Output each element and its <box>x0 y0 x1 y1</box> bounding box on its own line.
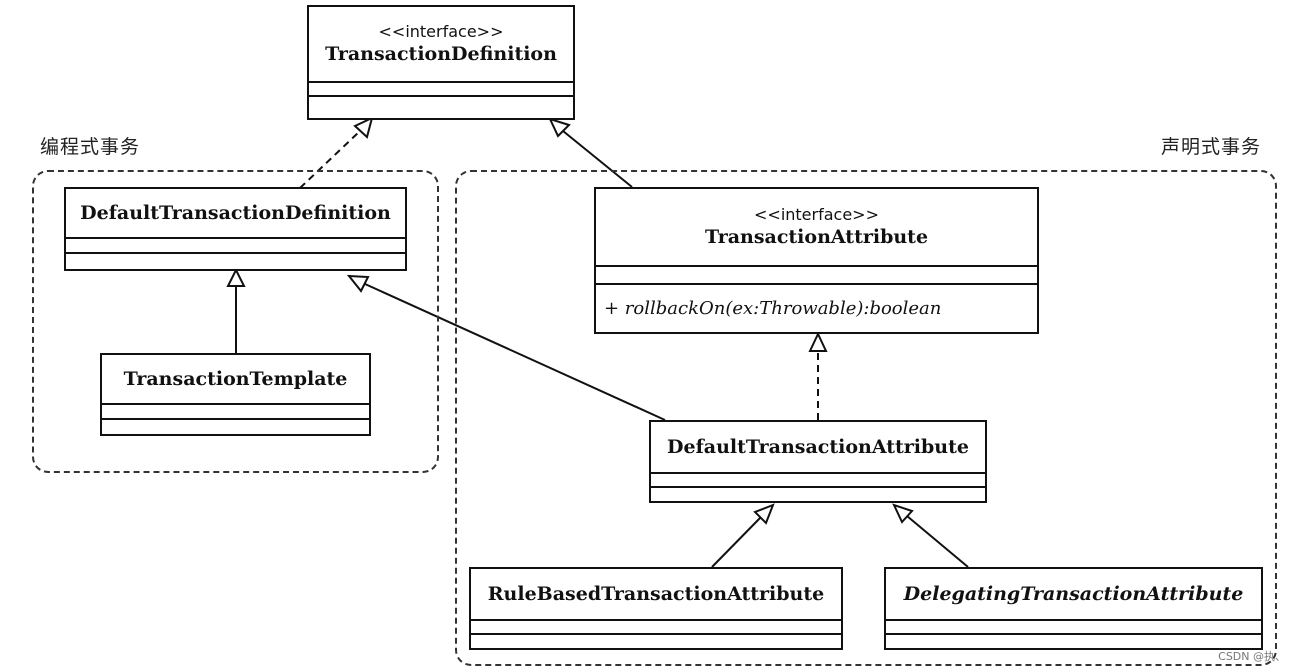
stereotype-label: <<interface>> <box>754 205 879 224</box>
edge-arrowhead <box>808 331 828 352</box>
class-name: DefaultTransactionAttribute <box>667 436 969 458</box>
edge-arrowhead <box>753 503 775 525</box>
class-name: TransactionDefinition <box>325 43 557 65</box>
edge-arrowhead <box>226 267 246 287</box>
class-rule-based-transaction-attribute[interactable]: RuleBasedTransactionAttribute <box>469 567 843 650</box>
class-transaction-definition[interactable]: <<interface>> TransactionDefinition <box>307 5 575 120</box>
edge-arrowhead <box>548 117 571 138</box>
edge-rulebased-extends-defaulttxattr <box>711 516 762 568</box>
class-default-transaction-attribute[interactable]: DefaultTransactionAttribute <box>649 420 987 503</box>
stereotype-label: <<interface>> <box>378 22 504 41</box>
class-name: TransactionAttribute <box>704 226 929 248</box>
class-name: TransactionTemplate <box>123 368 348 390</box>
edge-delegating-extends-defaulttxattr <box>906 515 969 568</box>
operations-compartment <box>886 635 1261 648</box>
operations-compartment <box>651 488 985 501</box>
edge-arrowhead <box>353 116 374 139</box>
class-transaction-template[interactable]: TransactionTemplate <box>100 353 371 436</box>
declarative-transaction-group <box>455 170 1277 666</box>
operations-compartment <box>471 635 841 648</box>
operations-compartment <box>102 420 369 434</box>
watermark: CSDN @执、 <box>1218 650 1286 663</box>
edge-arrowhead <box>892 503 914 524</box>
class-header: RuleBasedTransactionAttribute <box>471 569 841 621</box>
attributes-compartment <box>596 267 1037 285</box>
programmatic-transaction-label: 编程式事务 <box>40 136 141 158</box>
attributes-compartment <box>886 621 1261 635</box>
attributes-compartment <box>66 239 405 254</box>
operations-compartment <box>309 97 573 118</box>
attributes-compartment <box>651 474 985 488</box>
class-delegating-transaction-attribute[interactable]: DelegatingTransactionAttribute <box>884 567 1263 650</box>
edge-arrowhead <box>346 274 370 293</box>
class-default-transaction-definition[interactable]: DefaultTransactionDefinition <box>64 187 407 271</box>
class-name: RuleBasedTransactionAttribute <box>487 583 825 605</box>
class-name: DelegatingTransactionAttribute <box>903 583 1244 605</box>
class-header: TransactionTemplate <box>102 355 369 405</box>
class-header: DelegatingTransactionAttribute <box>886 569 1261 621</box>
attributes-compartment <box>102 405 369 420</box>
operations-compartment <box>66 254 405 269</box>
class-header: DefaultTransactionDefinition <box>66 189 405 239</box>
attributes-compartment <box>471 621 841 635</box>
class-header: <<interface>> TransactionDefinition <box>309 7 573 83</box>
edge-defaulttxattr-extends-defaulttxdef <box>364 283 666 421</box>
declarative-transaction-label: 声明式事务 <box>1161 136 1262 158</box>
operation-rollbackon: + rollbackOn(ex:Throwable):boolean <box>604 298 942 319</box>
class-header: DefaultTransactionAttribute <box>651 422 985 474</box>
attributes-compartment <box>309 83 573 97</box>
programmatic-transaction-group <box>32 170 439 473</box>
class-header: <<interface>> TransactionAttribute <box>596 189 1037 267</box>
edge-defaulttxdef-realizes-txdef <box>299 130 361 189</box>
class-name: DefaultTransactionDefinition <box>80 202 391 224</box>
class-transaction-attribute[interactable]: <<interface>> TransactionAttribute + rol… <box>594 187 1039 334</box>
edge-txattr-extends-txdef <box>562 130 633 188</box>
